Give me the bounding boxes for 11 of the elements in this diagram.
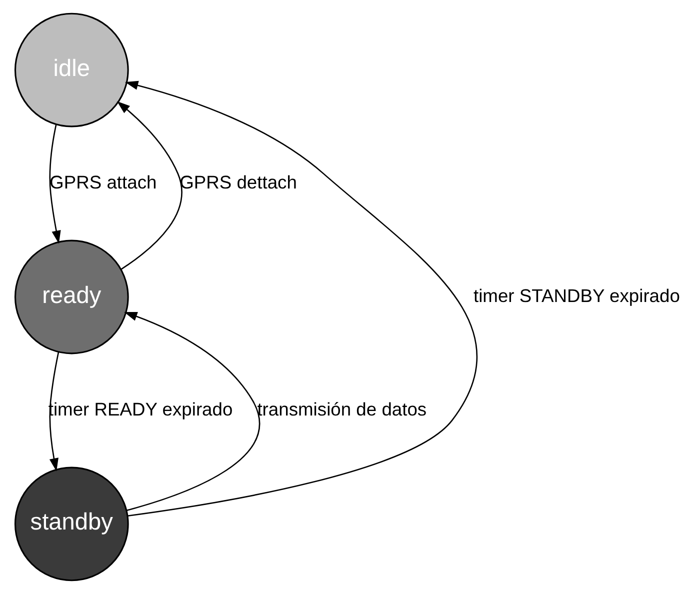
edge-label: timer STANDBY expirado <box>473 284 680 306</box>
arrow <box>48 352 59 472</box>
arrow <box>124 80 477 517</box>
arrow <box>124 312 260 511</box>
edge-label: GPRS dettach <box>179 171 296 192</box>
node-circle: standby <box>14 466 128 582</box>
edge-label: transmisión de datos <box>256 398 426 420</box>
arrow <box>116 101 182 270</box>
node-circle: ready <box>14 240 128 354</box>
arrow <box>48 124 60 244</box>
edge-label: GPRS attach <box>49 171 156 192</box>
